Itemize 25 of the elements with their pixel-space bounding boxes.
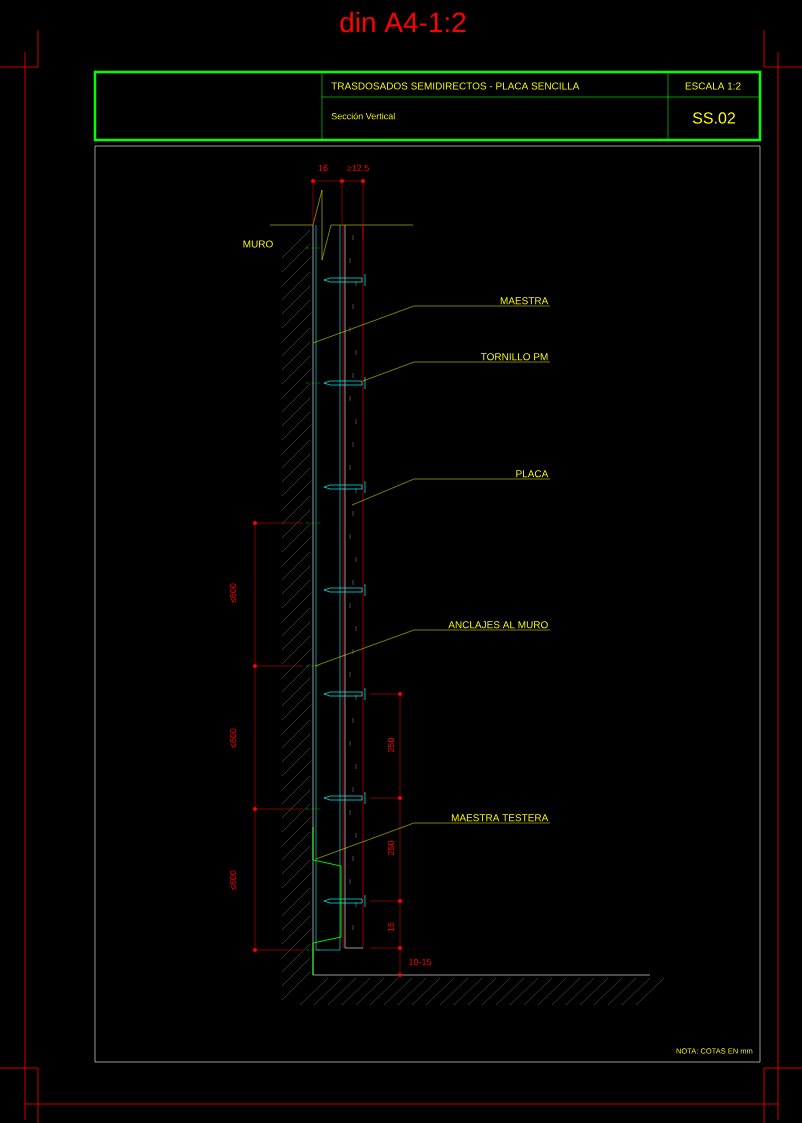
dimension-text: ≤600	[229, 870, 237, 890]
leader-line	[315, 822, 551, 860]
callout-label: ANCLAJES AL MURO	[448, 621, 548, 629]
leader-line	[312, 305, 551, 344]
callout-label: TORNILLO PM	[480, 353, 548, 361]
dimension-text: 250	[387, 840, 395, 856]
callout-label: PLACA	[516, 470, 549, 478]
leader-line	[362, 361, 551, 382]
dimension-text: 16	[318, 164, 328, 172]
leader-line	[351, 478, 551, 506]
subtitle-text: Sección Vertical	[331, 112, 395, 120]
dimension-text: ≥12.5	[347, 164, 369, 172]
sheet-title: din A4-1:2	[340, 11, 466, 33]
scale-text: ESCALA 1:2	[685, 82, 741, 90]
dimension-text: 10-15	[409, 958, 432, 966]
leader-line	[314, 629, 551, 667]
dimension-text: ≤600	[229, 728, 237, 748]
sheet-number: SS.02	[692, 112, 735, 124]
callout-label: MAESTRA TESTERA	[451, 814, 549, 822]
dimension-text: 250	[387, 737, 395, 753]
callout-label: MAESTRA	[500, 297, 549, 305]
dimension-text: ≤600	[229, 583, 237, 603]
dimension-text: 15	[387, 922, 395, 932]
part-label: MURO	[243, 240, 273, 248]
title-text: TRASDOSADOS SEMIDIRECTOS - PLACA SENCILLA	[331, 82, 580, 90]
